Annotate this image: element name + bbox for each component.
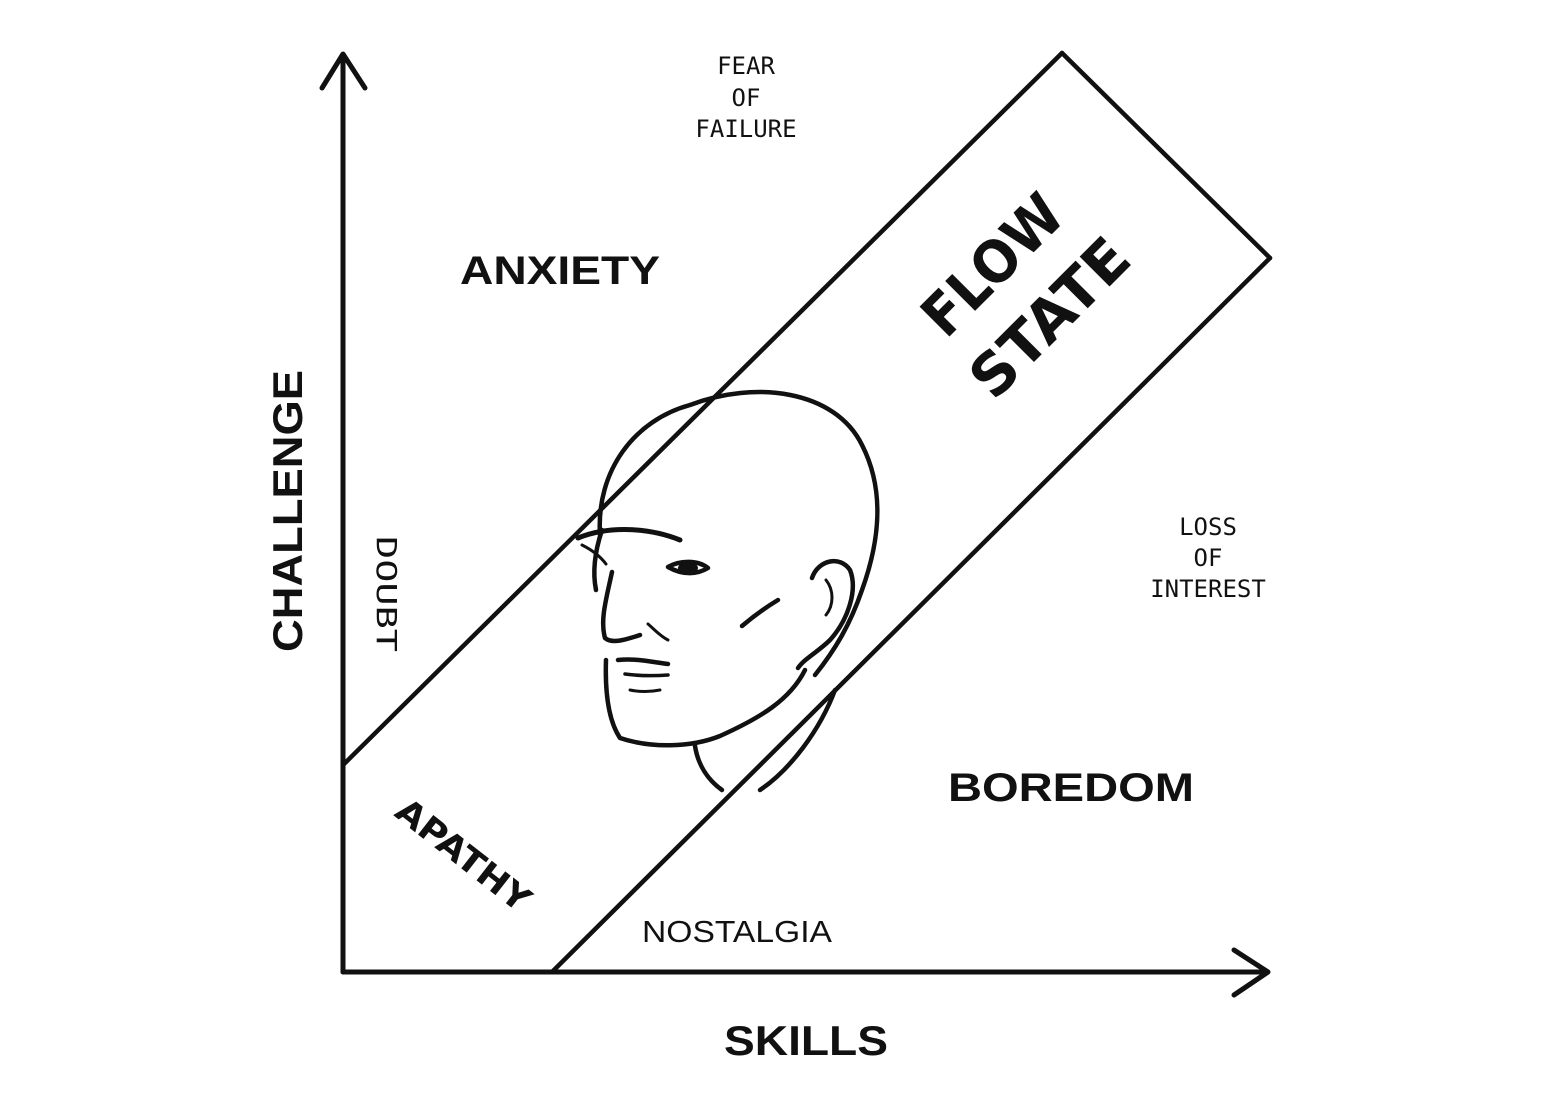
y-axis: [319, 51, 368, 975]
nostalgia-label: NOSTALGIA: [642, 914, 832, 949]
fear-note-line-3: FAILURE: [695, 115, 796, 143]
loss-note-line-3: INTEREST: [1150, 575, 1266, 603]
challenge-axis-label: CHALLENGE: [264, 370, 311, 652]
anxiety-label: ANXIETY: [460, 249, 660, 293]
boredom-label: BOREDOM: [948, 766, 1194, 810]
x-axis: [340, 947, 1271, 998]
flow-channel: [340, 50, 1273, 975]
loss-of-interest-note: LOSS OF INTEREST: [1150, 513, 1266, 603]
flow-channel-upper-edge: [340, 50, 1065, 768]
fear-note-line-2: OF: [732, 84, 761, 112]
fear-of-failure-note: FEAR OF FAILURE: [695, 52, 796, 143]
skills-axis-label: SKILLS: [724, 1017, 888, 1064]
loss-note-line-1: LOSS: [1179, 513, 1237, 541]
flow-channel-lower-edge: [549, 255, 1273, 975]
head-illustration: [575, 389, 880, 793]
fear-note-line-1: FEAR: [717, 52, 775, 80]
apathy-label: APATHY: [387, 791, 538, 921]
doubt-label: DOUBT: [370, 536, 403, 652]
loss-note-line-2: OF: [1194, 544, 1223, 572]
flow-channel-top-edge: [1059, 50, 1273, 261]
